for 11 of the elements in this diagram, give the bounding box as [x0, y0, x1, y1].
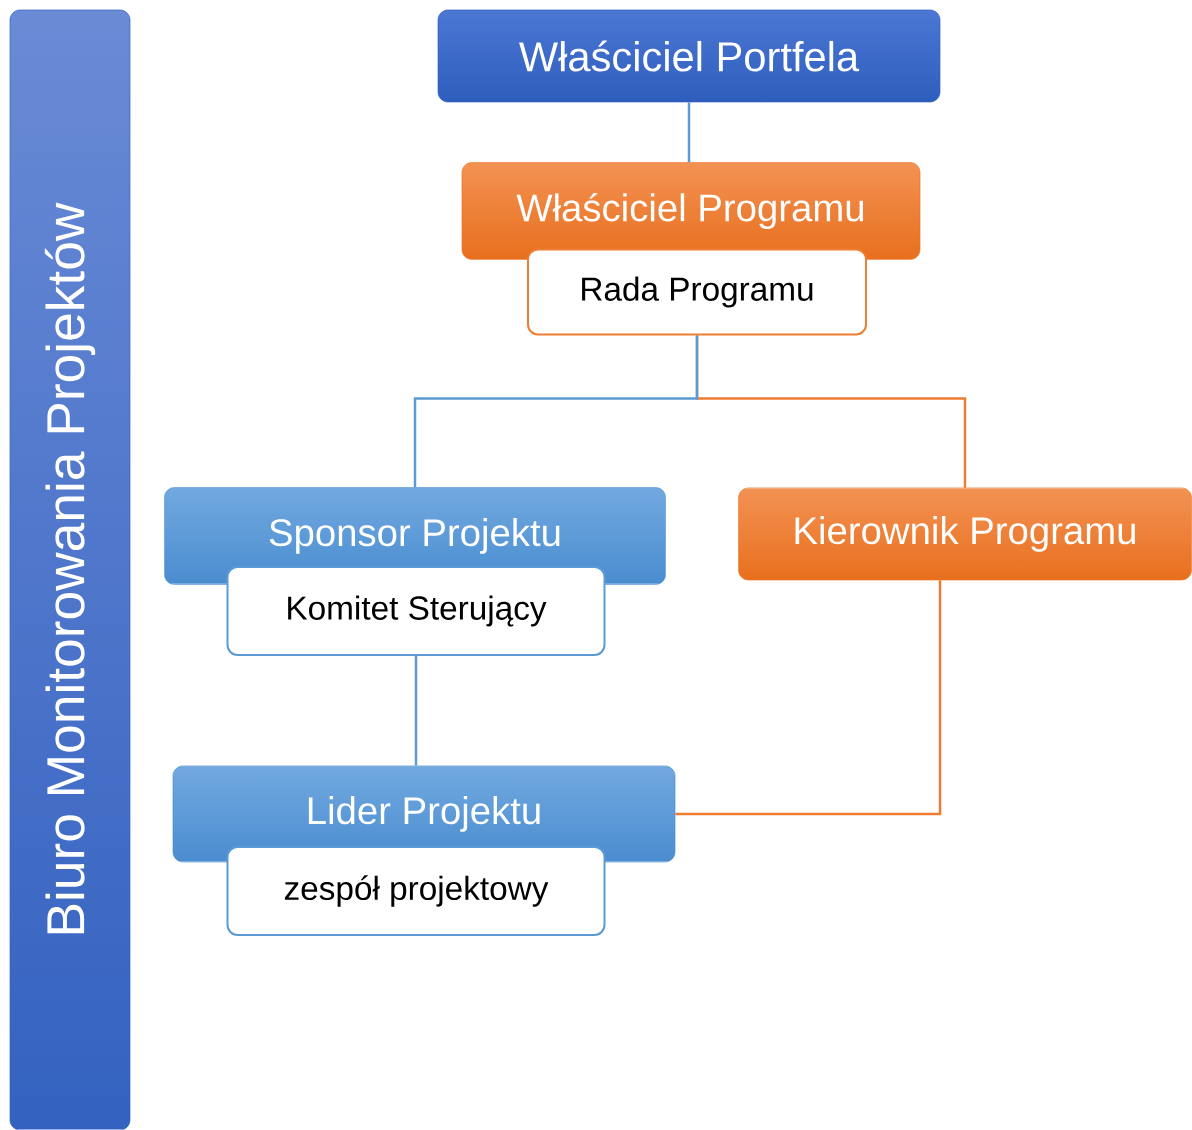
- vertical-band: Biuro Monitorowania Projektów: [9, 9, 131, 1130]
- connector-line: [687, 102, 691, 163]
- body-box: zespół projektowy: [226, 846, 606, 936]
- connector-line: [675, 580, 942, 816]
- role-box: Kierownik Programu: [738, 487, 1192, 581]
- role-box: Właściciel Programu: [461, 162, 921, 260]
- connector-line: [413, 335, 699, 488]
- body-box: Komitet Sterujący: [226, 566, 606, 656]
- role-box: Właściciel Portfela: [437, 9, 941, 103]
- connector-line: [414, 656, 418, 766]
- body-box: Rada Programu: [527, 248, 867, 336]
